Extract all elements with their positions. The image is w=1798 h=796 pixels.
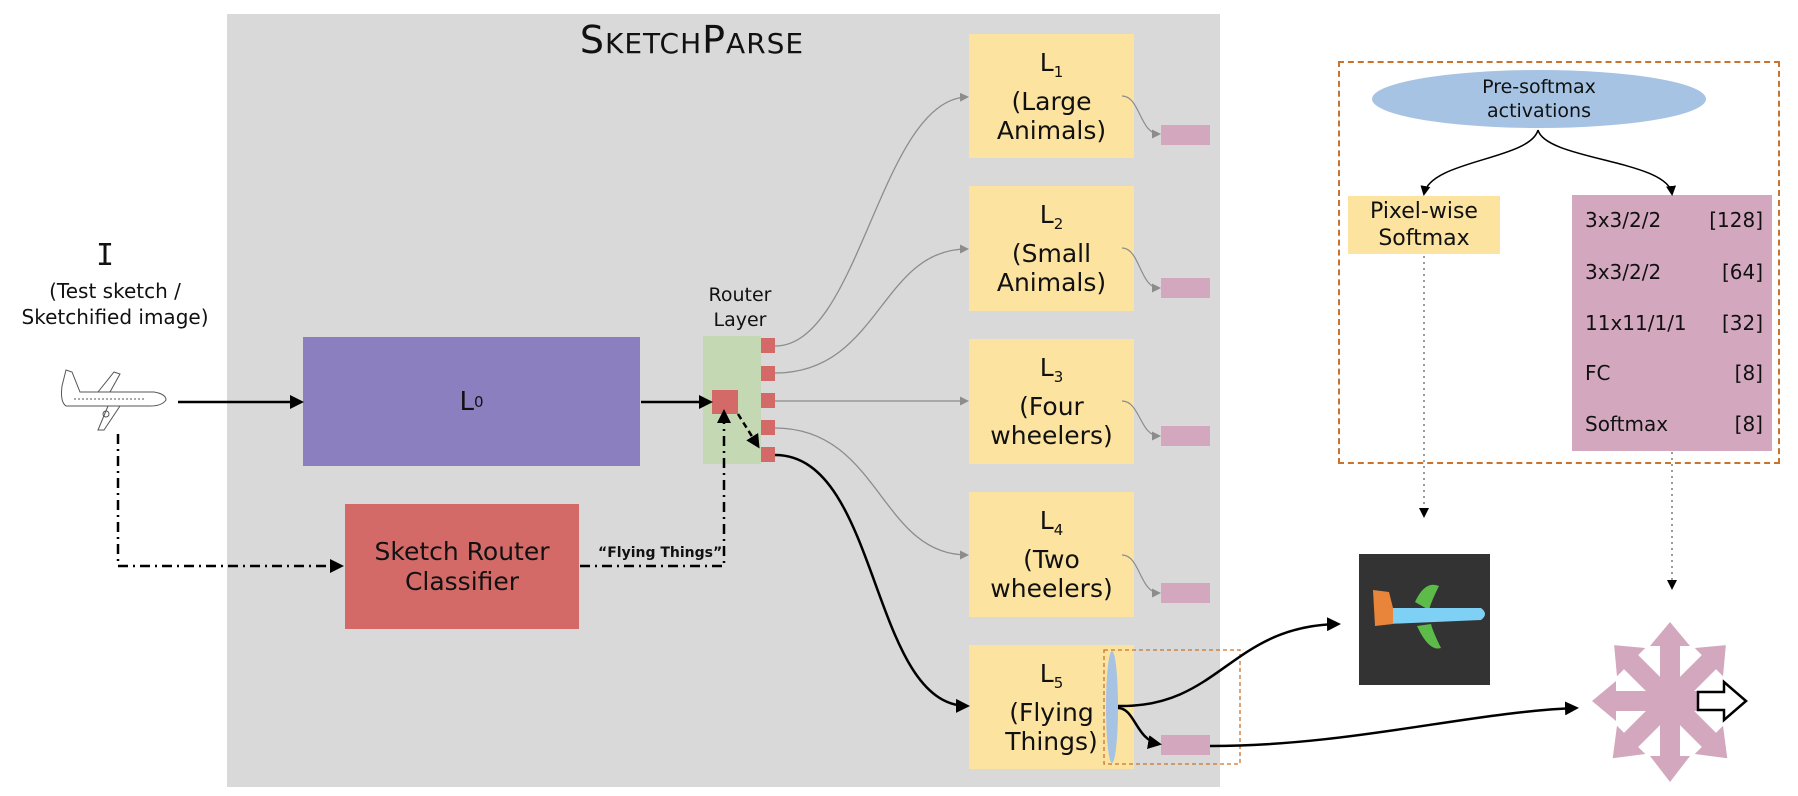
class-output-glyph (1592, 622, 1748, 782)
legend-dashed-box (1338, 61, 1780, 464)
input-symbol: I (95, 238, 115, 273)
branch-output-bar (1161, 735, 1210, 755)
segmentation-output (1359, 554, 1490, 685)
layer-stack (1572, 195, 1772, 451)
router-slot (761, 447, 775, 462)
branch-output-bar (1161, 278, 1210, 298)
router-slot (761, 338, 775, 353)
layer-row: 3x3/2/2[64] (1585, 260, 1763, 284)
layer-row: FC[8] (1585, 361, 1763, 385)
layer-row: Softmax[8] (1585, 412, 1763, 436)
layer-row: 11x11/1/1[32] (1585, 311, 1763, 335)
input-caption: (Test sketch / Sketchified image) (21, 279, 209, 329)
diagram-title: SKETCHPARSE (579, 18, 805, 62)
airplane-sketch (61, 369, 167, 431)
branch-output-bar (1161, 583, 1210, 603)
branch-output-bar (1161, 426, 1210, 446)
branch-output-bar (1161, 125, 1210, 145)
router-slot (761, 366, 775, 381)
flying-things-label: “Flying Things” (598, 545, 723, 561)
layer-row: 3x3/2/2[128] (1585, 208, 1763, 232)
segmented-airplane-icon (1373, 584, 1485, 649)
router-slot (761, 420, 775, 435)
router-slot (761, 393, 775, 408)
